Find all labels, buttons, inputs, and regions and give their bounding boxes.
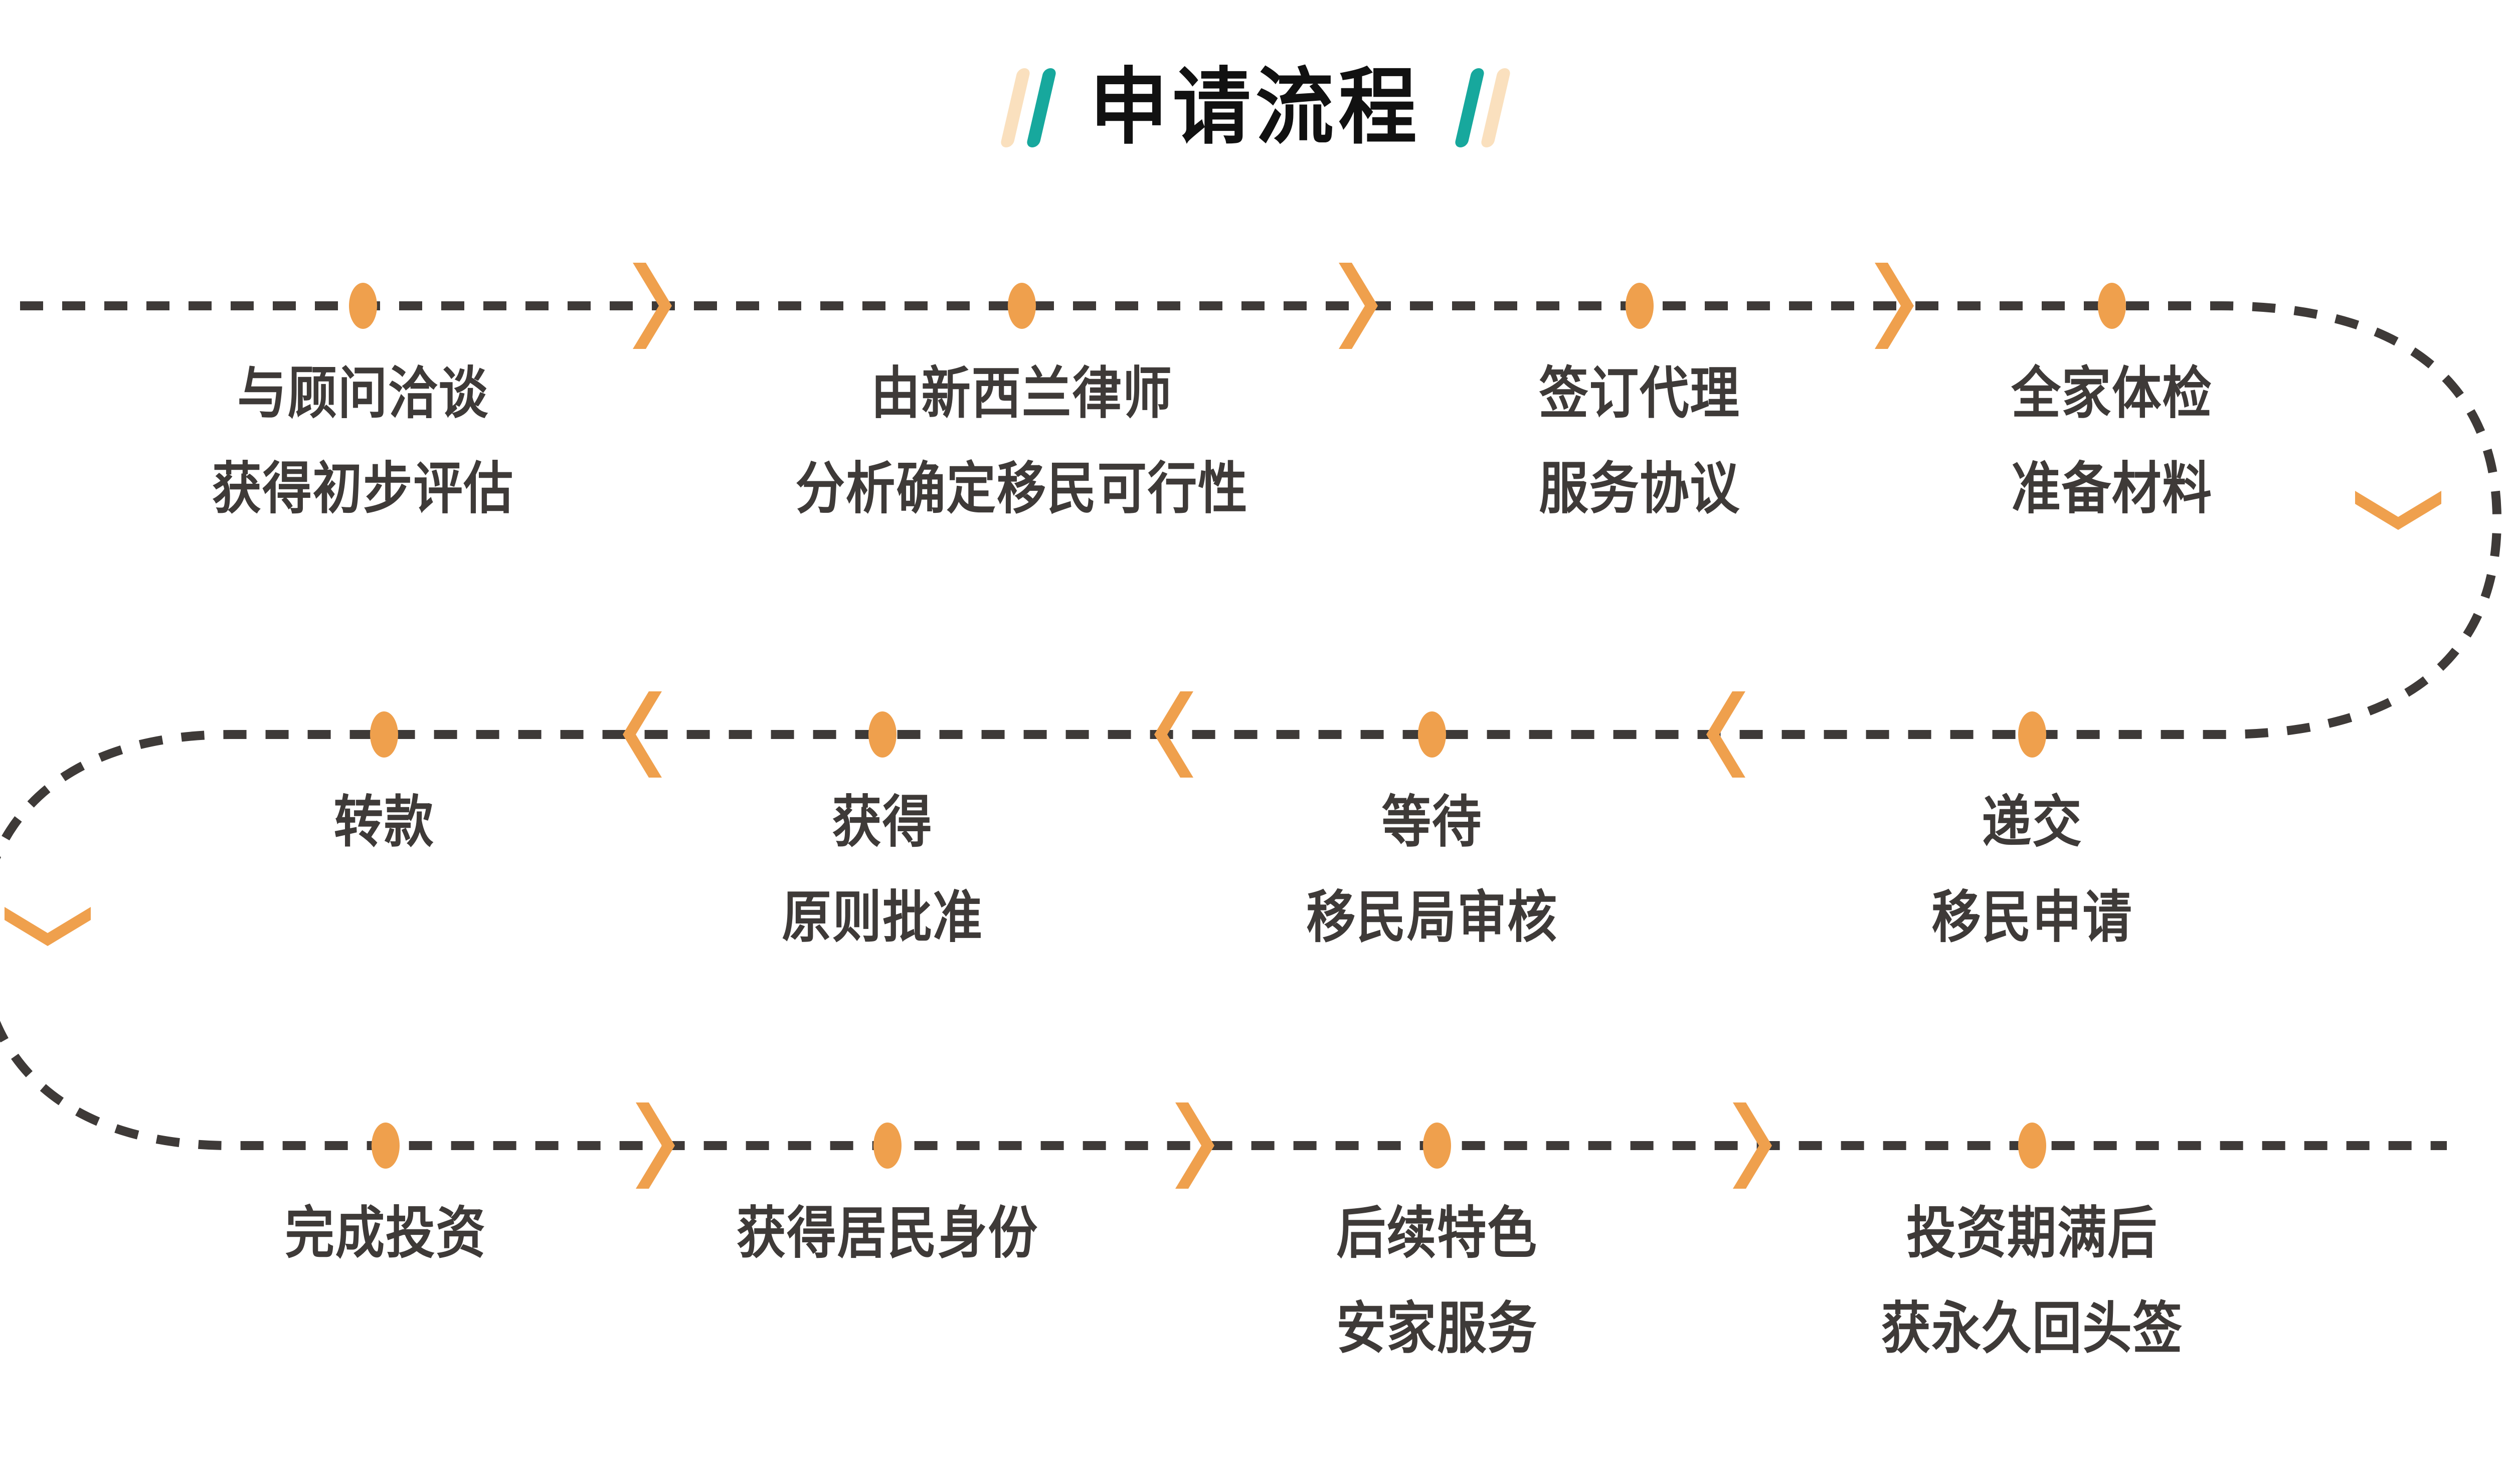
step-dot: [370, 711, 398, 758]
step-label-line: 获永久回头签: [1881, 1297, 2183, 1360]
step-label-line: 等待: [1381, 791, 1483, 853]
step-dot: [372, 1123, 400, 1169]
arrow-right-icon: [1733, 1102, 1772, 1189]
arrow-right-icon: [1875, 263, 1914, 349]
step-dot: [1418, 711, 1446, 758]
step-label-line: 投资期满后: [1906, 1202, 2158, 1264]
peach-slash-icon: [999, 68, 1031, 147]
step-label-line: 获得居民身份: [737, 1202, 1038, 1264]
step-dot: [873, 1123, 902, 1169]
step-label-line: 获得初步评估: [212, 457, 514, 520]
step-label-line: 获得: [832, 791, 933, 853]
step-label-line: 移民申请: [1931, 886, 2133, 949]
step-label: 与顾问洽谈获得初步评估: [192, 346, 534, 536]
step-label: 后续特色安家服务: [1323, 1186, 1551, 1376]
step-label: 转款: [327, 775, 441, 870]
step-dot: [2098, 283, 2126, 329]
arrow-left-icon: [623, 691, 662, 778]
step-label: 获得原则批准: [768, 775, 997, 965]
step-label-line: 移民局审核: [1306, 886, 1558, 949]
step-label-line: 签订代理: [1539, 362, 1740, 425]
step-label: 递交移民申请: [1918, 775, 2146, 965]
peach-slash-icon: [1480, 68, 1512, 147]
step-dot: [2018, 1123, 2046, 1169]
step-label-line: 后续特色: [1336, 1202, 1538, 1264]
step-dot: [2018, 711, 2046, 758]
step-label-line: 由新西兰律师: [871, 362, 1173, 425]
step-label-line: 原则批准: [782, 886, 983, 949]
title-decoration-right: [1454, 68, 1512, 147]
step-dot: [1423, 1123, 1451, 1169]
arrow-down-icon: [2355, 491, 2441, 530]
step-label-line: 分析确定移民可行性: [795, 457, 1248, 520]
step-label: 全家体检准备材料: [1998, 346, 2226, 536]
step-label-line: 安家服务: [1336, 1297, 1538, 1360]
step-label-line: 完成投资: [285, 1202, 486, 1264]
step-label-line: 递交: [1982, 791, 2083, 853]
step-label-line: 全家体检: [2011, 362, 2213, 425]
step-label-line: 与顾问洽谈: [237, 362, 489, 425]
arrow-right-icon: [1339, 263, 1378, 349]
teal-slash-icon: [1025, 68, 1057, 147]
page-title-bar: 申请流程: [0, 50, 2507, 165]
page-title: 申请流程: [1090, 61, 1421, 154]
step-label: 等待移民局审核: [1289, 775, 1575, 965]
step-label: 签订代理服务协议: [1525, 346, 1754, 536]
step-label: 获得居民身份: [716, 1186, 1059, 1281]
step-label-line: 服务协议: [1539, 457, 1740, 520]
step-dot: [868, 711, 897, 758]
arrow-right-icon: [636, 1102, 675, 1189]
step-label: 完成投资: [271, 1186, 500, 1281]
arrow-left-icon: [1154, 691, 1193, 778]
step-dot: [1626, 283, 1654, 329]
step-dot: [1008, 283, 1036, 329]
teal-slash-icon: [1454, 68, 1486, 147]
step-label: 由新西兰律师分析确定移民可行性: [765, 346, 1279, 536]
arrow-right-icon: [633, 263, 672, 349]
step-label-line: 转款: [333, 791, 435, 853]
step-label: 投资期满后获永久回头签: [1861, 1186, 2204, 1376]
arrow-right-icon: [1175, 1102, 1214, 1189]
step-dot: [349, 283, 377, 329]
title-decoration-left: [999, 68, 1057, 147]
arrow-left-icon: [1706, 691, 1745, 778]
step-label-line: 准备材料: [2011, 457, 2213, 520]
arrow-down-icon: [5, 907, 91, 946]
